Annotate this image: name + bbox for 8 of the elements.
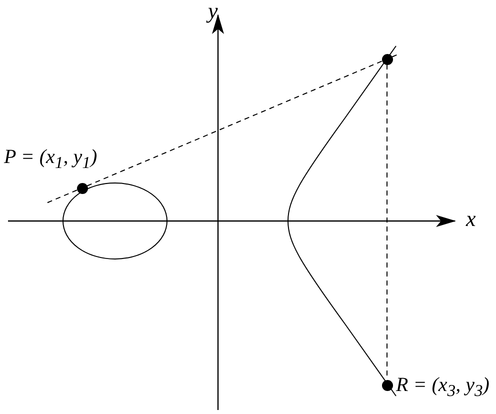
curve-point xyxy=(382,54,392,64)
axis-label: y xyxy=(208,0,218,22)
point-label: R = (x$_{3}$, y$_{3}$) xyxy=(396,374,490,402)
axis-label: x xyxy=(466,208,476,230)
curve-point xyxy=(76,182,88,194)
dashed-line xyxy=(86,60,382,186)
curve-point xyxy=(382,380,392,390)
point-label: P = (x$_{1}$, y$_{1}$) xyxy=(4,146,98,174)
